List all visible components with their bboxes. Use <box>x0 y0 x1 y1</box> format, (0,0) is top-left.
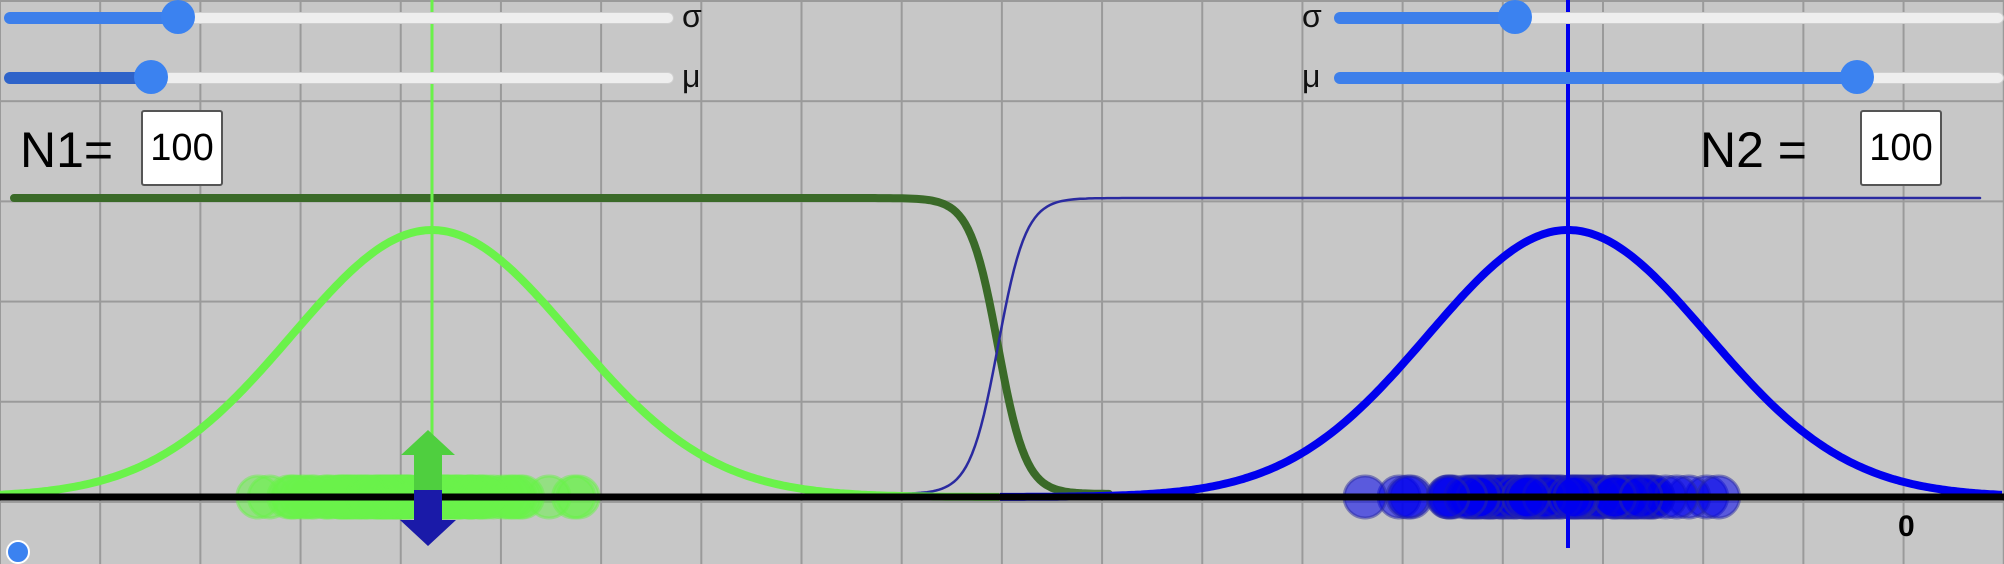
sigma-slider-right[interactable] <box>1334 0 2004 34</box>
arrow-down-icon[interactable] <box>400 490 456 546</box>
corner-handle[interactable] <box>6 540 30 564</box>
n1-input[interactable] <box>141 110 223 186</box>
n2-input[interactable] <box>1860 110 1942 186</box>
normal-curve-group2 <box>1000 226 2003 501</box>
mu-label-left: μ <box>682 58 701 94</box>
axis-zero-label: 0 <box>1898 510 1915 543</box>
mu-label-right: μ <box>1302 58 1321 94</box>
logistic-curve-group2 <box>898 196 1982 495</box>
slider-fill <box>4 72 152 84</box>
slider-thumb[interactable] <box>161 0 196 34</box>
n1-label: N1= <box>20 122 114 178</box>
logistic-curve-group1 <box>10 194 1113 498</box>
sigma-label-left: σ <box>682 0 702 34</box>
mu-slider-left[interactable] <box>4 60 674 94</box>
n2-label: N2 = <box>1700 122 1808 178</box>
graph-canvas <box>0 0 2004 548</box>
arrow-up-icon[interactable] <box>401 430 455 493</box>
slider-thumb[interactable] <box>1497 0 1532 34</box>
slider-fill <box>4 12 179 24</box>
slider-fill <box>1334 72 1857 84</box>
slider-thumb[interactable] <box>1839 60 1874 94</box>
sigma-label-right: σ <box>1302 0 1322 34</box>
logistic-curves <box>10 194 1982 498</box>
slider-fill <box>1334 12 1515 24</box>
sigma-slider-left[interactable] <box>4 0 674 34</box>
mu-slider-right[interactable] <box>1334 60 2004 94</box>
normal-curve-group1 <box>0 225 999 501</box>
slider-thumb[interactable] <box>134 60 169 94</box>
